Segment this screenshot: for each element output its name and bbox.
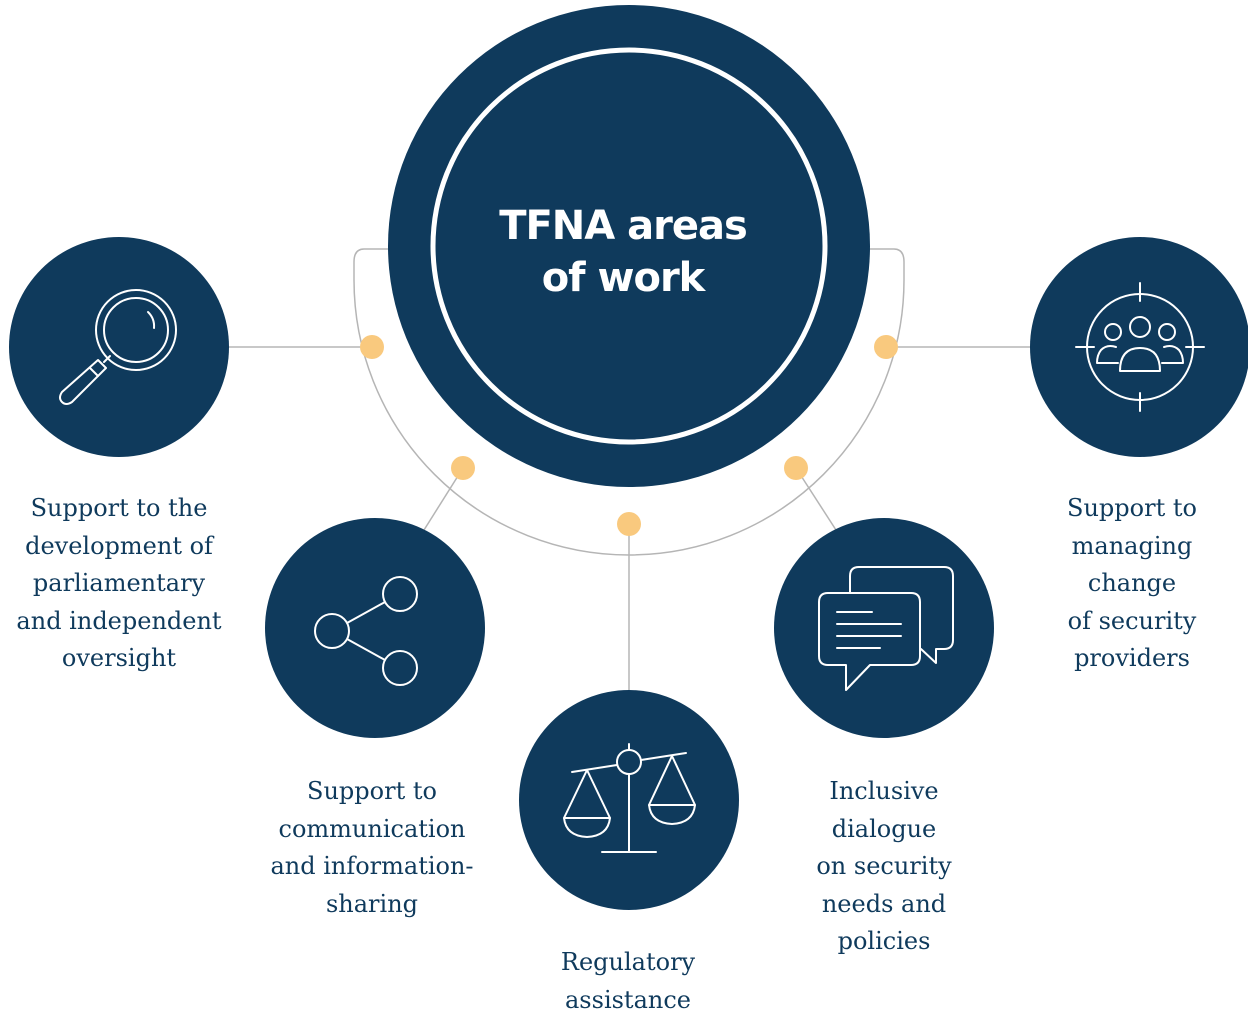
share-network-icon [314, 576, 418, 686]
area-label-regulatory: Regulatory assistance [560, 948, 696, 1014]
area-circle-managing [1030, 237, 1248, 457]
area-label-communication: Support to communication and information… [270, 777, 474, 918]
area-circle-dialogue [774, 518, 994, 738]
speech-bubbles-icon [818, 566, 954, 691]
center-circle [388, 5, 870, 487]
connector-dot-managing [874, 335, 898, 359]
connector-dot-dialogue [784, 456, 808, 480]
connector-dot-regulatory [617, 512, 641, 536]
center-ring [430, 47, 828, 445]
connector-line-dialogue [795, 467, 837, 531]
area-circle-oversight [9, 237, 229, 457]
connector-dot-oversight [360, 335, 384, 359]
people-target-icon [1075, 282, 1205, 412]
area-circle-communication [265, 518, 485, 738]
area-label-oversight: Support to the development of parliament… [16, 494, 222, 672]
magnifying-glass-icon [59, 289, 177, 405]
connector-line-communication [423, 467, 464, 531]
balance-scale-icon [563, 743, 696, 853]
center-title: TFNA areas of work [499, 203, 748, 301]
area-label-dialogue: Inclusive dialogue on security needs and… [816, 777, 952, 955]
area-label-managing: Support to managing change of security p… [1067, 494, 1197, 672]
connector-dot-communication [451, 456, 475, 480]
